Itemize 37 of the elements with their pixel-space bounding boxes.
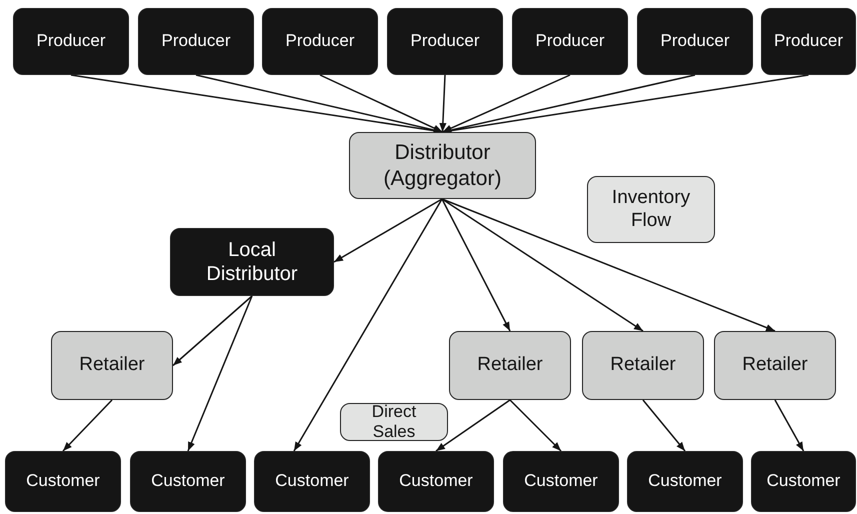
- arrow: [509, 399, 562, 452]
- producer-box: Producer: [13, 8, 129, 75]
- direct-sales-box: Direct Sales: [340, 403, 448, 441]
- distributor-box: Distributor (Aggregator): [349, 132, 536, 199]
- customer-box: Customer: [130, 451, 246, 512]
- arrow: [62, 399, 113, 452]
- arrow: [172, 295, 252, 366]
- arrow: [320, 74, 443, 133]
- arrow: [436, 399, 510, 452]
- retailer-box: Retailer: [51, 331, 173, 400]
- producer-box: Producer: [761, 8, 856, 75]
- local-distributor-box: Local Distributor: [170, 228, 334, 296]
- arrow: [442, 198, 776, 332]
- arrow: [774, 400, 804, 452]
- producer-box: Producer: [262, 8, 378, 75]
- arrow: [442, 198, 644, 332]
- customer-box: Customer: [627, 451, 743, 512]
- producer-box: Producer: [637, 8, 753, 75]
- customer-box: Customer: [378, 451, 494, 512]
- arrow: [293, 198, 443, 452]
- retailer-box: Retailer: [449, 331, 571, 400]
- arrow: [442, 74, 570, 133]
- arrow: [642, 400, 686, 452]
- customer-box: Customer: [751, 451, 856, 512]
- customer-box: Customer: [5, 451, 121, 512]
- arrow: [334, 198, 442, 263]
- arrow: [441, 198, 511, 332]
- arrow: [439, 74, 446, 132]
- producer-box: Producer: [512, 8, 628, 75]
- customer-box: Customer: [503, 451, 619, 512]
- arrow: [187, 296, 253, 452]
- customer-box: Customer: [254, 451, 370, 512]
- inventory-flow-box: Inventory Flow: [587, 176, 715, 243]
- producer-box: Producer: [387, 8, 503, 75]
- producer-box: Producer: [138, 8, 254, 75]
- retailer-box: Retailer: [582, 331, 704, 400]
- retailer-box: Retailer: [714, 331, 836, 400]
